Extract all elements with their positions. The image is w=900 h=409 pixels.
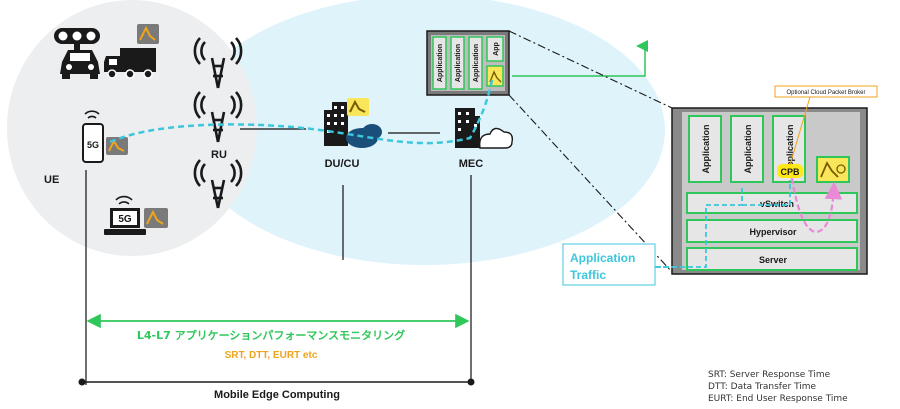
server-app-3: Application	[785, 125, 795, 174]
truck-icon	[104, 48, 156, 79]
laptop-icon	[104, 208, 146, 235]
cpb-pill	[777, 164, 803, 178]
vswitch-label: vSwitch	[760, 199, 794, 209]
server-traffic-path	[656, 185, 743, 268]
phone-wifi-icon	[84, 110, 100, 119]
cpb-label: CPB	[780, 167, 800, 177]
legend-dtt: DTT: Data Transfer Time	[708, 382, 817, 392]
monitoring-title: L4-L7 アプリケーションパフォーマンスモニタリング	[137, 328, 405, 342]
probe-badge-icon	[144, 208, 168, 228]
ducu-building-icon	[324, 102, 382, 148]
broker-callout	[774, 85, 878, 98]
mec-span-end-dot	[467, 378, 475, 386]
monitoring-metrics: SRT, DTT, EURT etc	[225, 350, 318, 361]
server-traffic-branch	[742, 180, 791, 206]
mec-span-start-dot	[78, 378, 86, 386]
ducu-label: DU/CU	[325, 158, 360, 170]
mec-span-label: Mobile Edge Computing	[214, 389, 340, 401]
mec-app-slot-1: Application	[437, 44, 444, 82]
mec-label: MEC	[459, 158, 484, 170]
probe-badge-icon	[137, 24, 159, 44]
laptop-wifi-icon	[115, 195, 133, 205]
car-icon	[60, 50, 100, 79]
phone-5g-badge: 5G	[87, 140, 99, 150]
probe-badge-icon	[106, 137, 128, 155]
app-traffic-line2: Traffic	[570, 268, 606, 282]
antenna-tower-icon	[193, 159, 243, 209]
mirror-path	[790, 177, 843, 234]
server-app-1: Application	[701, 125, 711, 174]
traffic-light-icon	[54, 28, 100, 50]
phone-icon	[82, 123, 104, 163]
legend-srt: SRT: Server Response Time	[708, 370, 831, 380]
hypervisor-label: Hypervisor	[749, 227, 797, 237]
uplink-arrow	[512, 40, 648, 77]
legend-eurt: EURT: End User Response Time	[708, 394, 848, 404]
server-app-2: Application	[743, 125, 753, 174]
antenna-tower-icon	[193, 91, 243, 143]
mec-app-small: App	[493, 42, 500, 56]
broker-callout-text: Optional Cloud Packet Broker	[786, 90, 865, 96]
laptop-5g-badge: 5G	[118, 214, 132, 225]
mec-app-slot-2: Application	[455, 44, 462, 82]
ru-label: RU	[211, 149, 227, 161]
zoom-line-top	[508, 30, 673, 109]
server-label: Server	[759, 255, 788, 265]
mec-app-slot-3: Application	[473, 44, 480, 82]
traffic-path	[109, 79, 494, 145]
mec-rack	[426, 30, 510, 96]
probe-badge-icon	[347, 98, 369, 116]
ue-label: UE	[44, 174, 59, 186]
app-traffic-box	[562, 243, 656, 286]
app-traffic-line1: Application	[570, 251, 635, 265]
antenna-tower-icon	[193, 37, 243, 89]
broker-callout-leader	[789, 96, 811, 166]
